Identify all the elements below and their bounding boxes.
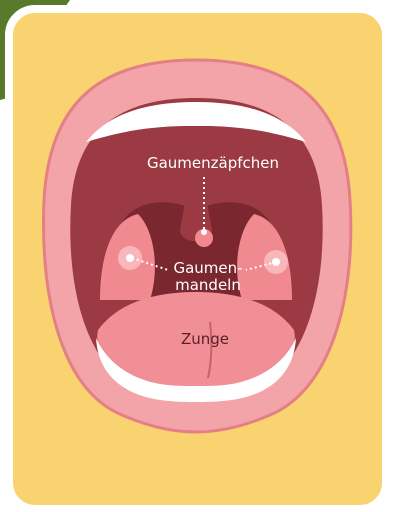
tongue-label: Zunge [181, 330, 229, 348]
left-tonsil-pointer-dot [126, 254, 134, 262]
tonsils-label-line2: mandeln [175, 276, 241, 294]
tonsils-label-line1: Gaumen- [173, 259, 242, 277]
uvula-label: Gaumenzäpfchen [147, 154, 279, 172]
uvula-pointer-dot [201, 229, 207, 235]
right-tonsil-pointer-dot [272, 258, 280, 266]
